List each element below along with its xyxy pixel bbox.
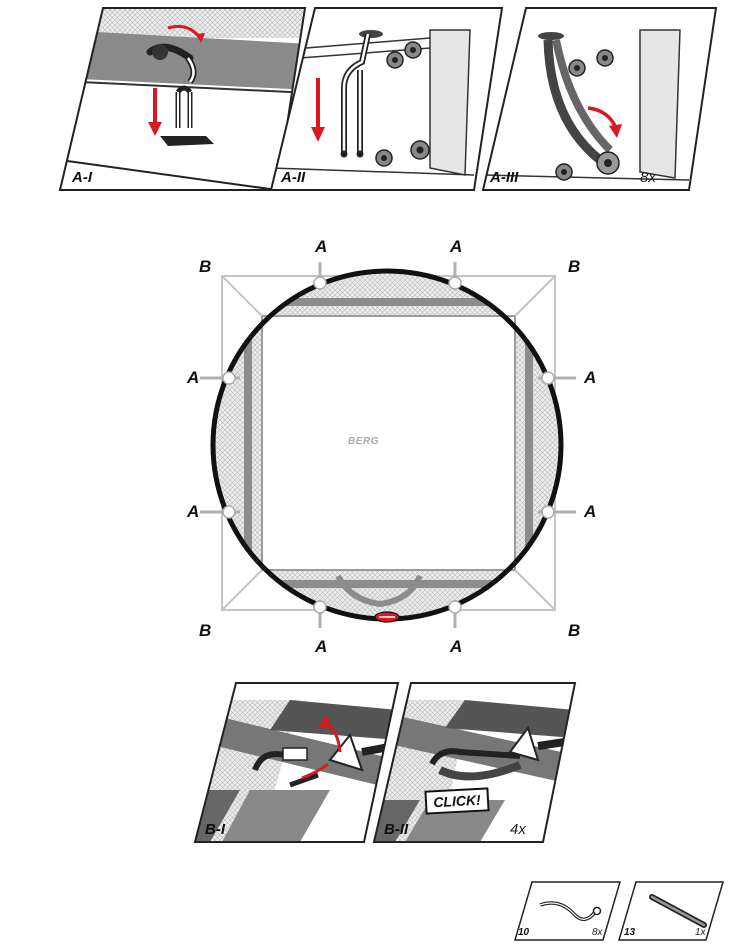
part-quantity-13: 1x <box>695 927 706 938</box>
position-label-a-bottom-left: A <box>315 637 328 656</box>
position-label-a-left-lower: A <box>187 502 200 521</box>
trampoline-overview <box>200 262 576 628</box>
step-label-a3: A-III <box>490 169 519 186</box>
position-label-b-top-left: B <box>199 257 212 276</box>
position-label-a-left-upper: A <box>187 368 200 387</box>
click-callout: CLICK! <box>424 787 490 815</box>
step-label-b1: B-I <box>205 821 225 838</box>
step-count-a3: 8x <box>640 169 656 186</box>
step-b1-illustration <box>193 682 400 843</box>
rod-icon <box>649 894 707 928</box>
brand-logo: BERG <box>348 436 379 447</box>
position-label-a-bottom-right: A <box>450 637 463 656</box>
step-a1-illustration <box>58 7 307 191</box>
bungee-cord-icon <box>539 901 602 922</box>
part-quantity-10: 8x <box>592 927 603 938</box>
part-number-10: 10 <box>518 927 530 938</box>
step-a2-illustration <box>269 7 504 191</box>
position-label-b-top-right: B <box>568 257 581 276</box>
step-b2-illustration <box>372 682 577 843</box>
position-label-a-top-right: A <box>450 237 463 256</box>
position-label-b-bottom-left: B <box>199 621 212 640</box>
position-label-b-bottom-right: B <box>568 621 581 640</box>
parts-list <box>513 881 725 941</box>
step-count-b2: 4x <box>510 821 526 838</box>
step-a3-illustration <box>481 7 718 191</box>
step-label-a2: A-II <box>281 169 306 186</box>
step-label-b2: B-II <box>384 821 409 838</box>
position-label-a-right-lower: A <box>584 502 597 521</box>
position-label-a-right-upper: A <box>584 368 597 387</box>
step-label-a1: A-I <box>72 169 92 186</box>
position-label-a-top-left: A <box>315 237 328 256</box>
part-number-13: 13 <box>624 927 636 938</box>
